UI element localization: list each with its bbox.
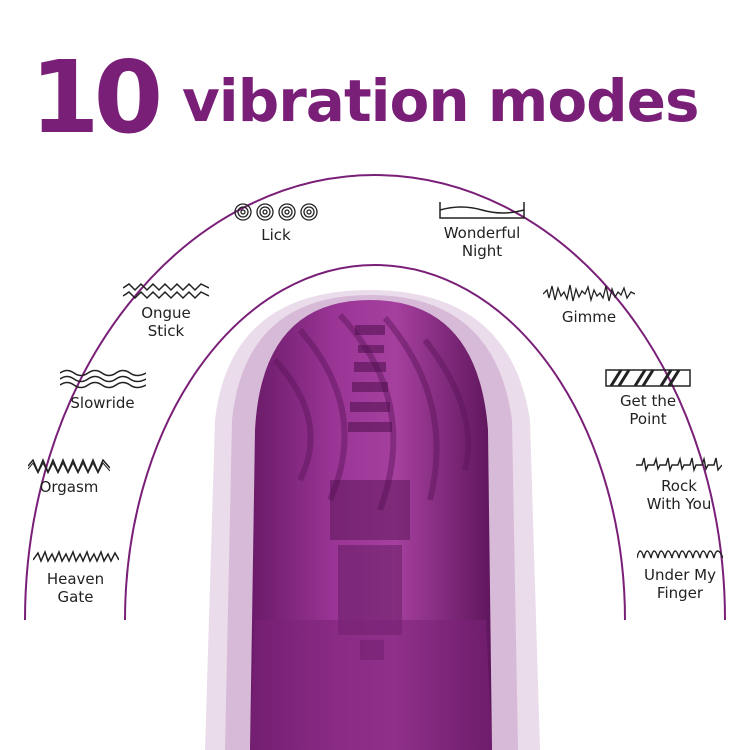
- zigzag-wave-icon: [28, 458, 110, 474]
- inner-arc: [124, 264, 626, 621]
- stripe-pattern-icon: [605, 369, 691, 387]
- mode-label: Rock With You: [646, 477, 712, 513]
- mode-orgasm: Orgasm: [25, 458, 113, 496]
- outer-arc: [24, 174, 726, 621]
- spike-wave-icon: [636, 456, 722, 473]
- mode-label: Lick: [261, 226, 291, 244]
- loop-wave-icon: [637, 550, 723, 559]
- mode-label: Gimme: [561, 308, 617, 326]
- mode-label: Orgasm: [39, 478, 99, 496]
- mode-slowride: Slowride: [55, 368, 150, 412]
- headline: 10 vibration modes: [0, 38, 750, 158]
- mode-label: Heaven Gate: [46, 570, 105, 606]
- mode-get-the-point: Get the Point: [598, 368, 698, 428]
- mode-label: Ongue Stick: [141, 304, 191, 340]
- box-wave-icon: [439, 202, 525, 219]
- headline-number: 10: [30, 39, 163, 156]
- noise-wave-icon: [543, 284, 635, 303]
- triple-wave-icon: [59, 369, 146, 389]
- mode-heaven-gate: Heaven Gate: [28, 548, 123, 606]
- double-zigzag-icon: [123, 282, 209, 300]
- headline-text: vibration modes: [182, 67, 700, 135]
- mode-label: Wonderful Night: [443, 224, 521, 260]
- mode-label: Slowride: [70, 394, 135, 412]
- mode-label: Under My Finger: [644, 566, 716, 602]
- sawtooth-wave-icon: [32, 549, 119, 563]
- mode-gimme: Gimme: [540, 282, 638, 326]
- mode-label: Get the Point: [619, 392, 677, 428]
- device-handle: [250, 620, 492, 750]
- spiral-icon: [234, 203, 318, 221]
- mode-lick: Lick: [230, 202, 322, 244]
- mode-under-my-finger: Under My Finger: [628, 542, 732, 602]
- mode-wonderful-night: Wonderful Night: [430, 200, 534, 260]
- mode-rock-with-you: Rock With You: [630, 455, 728, 513]
- mode-ongue-stick: Ongue Stick: [120, 282, 212, 340]
